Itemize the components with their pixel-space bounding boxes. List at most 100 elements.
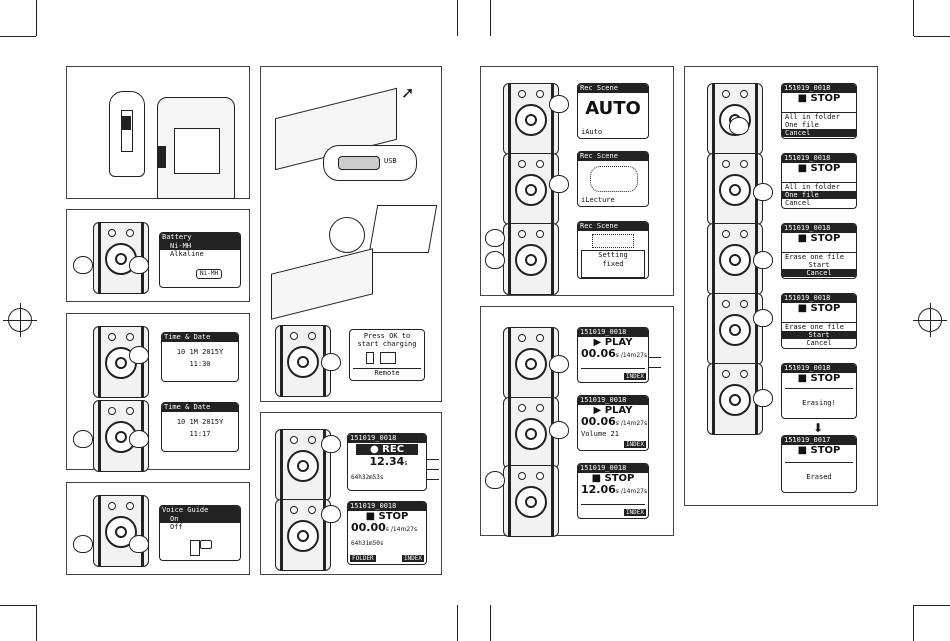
- finger-icon: [753, 309, 773, 327]
- lcd-header: Time & Date: [162, 333, 238, 342]
- index-button: INDEX: [623, 373, 646, 380]
- progress-bar: [581, 504, 645, 505]
- crop-mark: [914, 605, 950, 606]
- lcd-rec: 151019_0018 ● REC 12.34s 64h32m53s: [347, 433, 427, 491]
- recorder-device: [503, 83, 559, 155]
- lcd-erase-1: 151019_0018 ■ STOP All in folder One fil…: [781, 83, 857, 139]
- finger-icon: [321, 505, 341, 523]
- callout-line: [427, 469, 439, 470]
- menu-option: Erase one file: [782, 252, 856, 261]
- lcd-header: Rec Scene: [578, 222, 648, 231]
- fixed-box: Setting fixed: [581, 250, 645, 278]
- menu-option: Alkaline: [170, 250, 204, 258]
- crop-mark: [457, 0, 458, 36]
- lcd-erase-3: 151019_0018 ■ STOP Erase one file Start …: [781, 223, 857, 279]
- crop-mark: [36, 605, 37, 641]
- lcd-erase-5: 151019_0018 ■ STOP Erasing!: [781, 363, 857, 419]
- file-name: 151019_0018: [578, 396, 648, 405]
- usb-label: USB: [384, 157, 397, 165]
- stop-status: ■ STOP: [797, 163, 841, 174]
- panel-voice-guide: Voice Guide On Off: [66, 482, 250, 575]
- callout-line: [649, 357, 661, 358]
- panel-erase: 151019_0018 ■ STOP All in folder One fil…: [684, 66, 878, 506]
- lcd-play-1: 151019_0018 ▶ PLAY 00.06s /14m27s INDEX: [577, 327, 649, 383]
- scene-label: iAuto: [581, 128, 603, 136]
- finger-icon: [321, 435, 341, 453]
- finger-icon: [129, 430, 149, 448]
- menu-option: Cancel: [782, 269, 856, 277]
- folder-button: FOLDER: [350, 555, 376, 562]
- usb-cable-callout: [329, 217, 365, 253]
- panel-playback: 151019_0018 ▶ PLAY 00.06s /14m27s INDEX …: [480, 306, 674, 537]
- remaining-time: 64h31m50s: [351, 540, 384, 547]
- menu-option: Cancel: [782, 129, 856, 137]
- crop-mark: [0, 36, 36, 37]
- stop-status: ■ STOP: [797, 233, 841, 244]
- file-name: 151019_0018: [782, 154, 856, 163]
- lcd-header: Rec Scene: [578, 84, 648, 93]
- scene-label: iLecture: [581, 196, 615, 204]
- menu-option: Cancel: [806, 339, 832, 347]
- file-name: 151019_0017: [782, 436, 856, 445]
- lcd-header: Battery: [160, 233, 240, 242]
- prompt-line: start charging: [357, 340, 417, 348]
- menu-option: All in folder: [782, 112, 856, 121]
- lcd-scene-fixed: Rec Scene Setting fixed: [577, 221, 649, 279]
- registration-mark: [913, 303, 947, 337]
- lcd-play-2: 151019_0018 ▶ PLAY 00.06s /14m27s Volume…: [577, 395, 649, 451]
- finger-icon: [753, 251, 773, 269]
- menu-option: One file: [782, 191, 856, 199]
- finger-icon: [485, 251, 505, 269]
- battery-icon: [366, 352, 374, 364]
- index-button: INDEX: [623, 441, 646, 448]
- crop-mark: [36, 0, 37, 36]
- laptop-illustration: [368, 205, 438, 253]
- recorder-device: [503, 223, 559, 295]
- finger-icon: [73, 430, 93, 448]
- finger-icon: [73, 535, 93, 553]
- file-name: 151019_0018: [782, 364, 856, 373]
- menu-option: All in folder: [782, 182, 856, 191]
- recorder-device: [503, 465, 559, 537]
- finger-icon: [729, 117, 749, 135]
- callout-line: [649, 367, 661, 368]
- menu-option: On: [160, 515, 240, 523]
- play-status: ▶ PLAY: [593, 405, 633, 416]
- stop-status: ■ STOP: [797, 373, 841, 384]
- arrow-down-icon: ⬇: [813, 421, 824, 435]
- callout-line: [427, 459, 439, 460]
- stop-status: ■ STOP: [365, 511, 409, 522]
- elapsed-time: 00.00: [351, 521, 386, 534]
- menu-option: Start: [782, 331, 856, 339]
- time-value: 11:17: [189, 430, 211, 438]
- message-line: Setting: [598, 251, 628, 259]
- index-button: INDEX: [623, 509, 646, 516]
- crop-mark: [0, 605, 36, 606]
- menu-option: Off: [170, 523, 183, 531]
- date-value: 10 1M 2015Y: [176, 348, 224, 356]
- stop-status: ■ STOP: [797, 303, 841, 314]
- crop-mark: [913, 0, 914, 36]
- panel-time-date: Time & Date 10 1M 2015Y 11:30 Time & Dat…: [66, 313, 250, 472]
- lcd-header: Time & Date: [162, 403, 238, 412]
- finger-icon: [129, 256, 149, 274]
- message-line: fixed: [602, 260, 624, 268]
- elapsed-time: 12.34: [369, 455, 405, 468]
- progress-bar: [581, 368, 645, 369]
- remaining-time: 64h32m53s: [351, 474, 384, 481]
- recorder-device: [707, 223, 763, 295]
- lcd-scene-lecture: Rec Scene iLecture: [577, 151, 649, 207]
- arrow-icon: ➚: [401, 83, 415, 102]
- menu-option: Start: [808, 261, 830, 269]
- finger-icon: [321, 353, 341, 371]
- lcd-header: Voice Guide: [160, 506, 240, 515]
- finger-icon: [753, 389, 773, 407]
- lcd-scene-auto: Rec Scene AUTO iAuto: [577, 83, 649, 139]
- finger-icon: [753, 183, 773, 201]
- crop-mark: [913, 605, 914, 641]
- volume-level: Volume 21: [581, 430, 619, 438]
- monitor-icon: [380, 352, 396, 364]
- lcd-erase-2: 151019_0018 ■ STOP All in folder One fil…: [781, 153, 857, 209]
- lcd-stop-2: 151019_0018 ■ STOP 12.06s /14m27s INDEX: [577, 463, 649, 519]
- date-value: 10 1M 2015Y: [176, 418, 224, 426]
